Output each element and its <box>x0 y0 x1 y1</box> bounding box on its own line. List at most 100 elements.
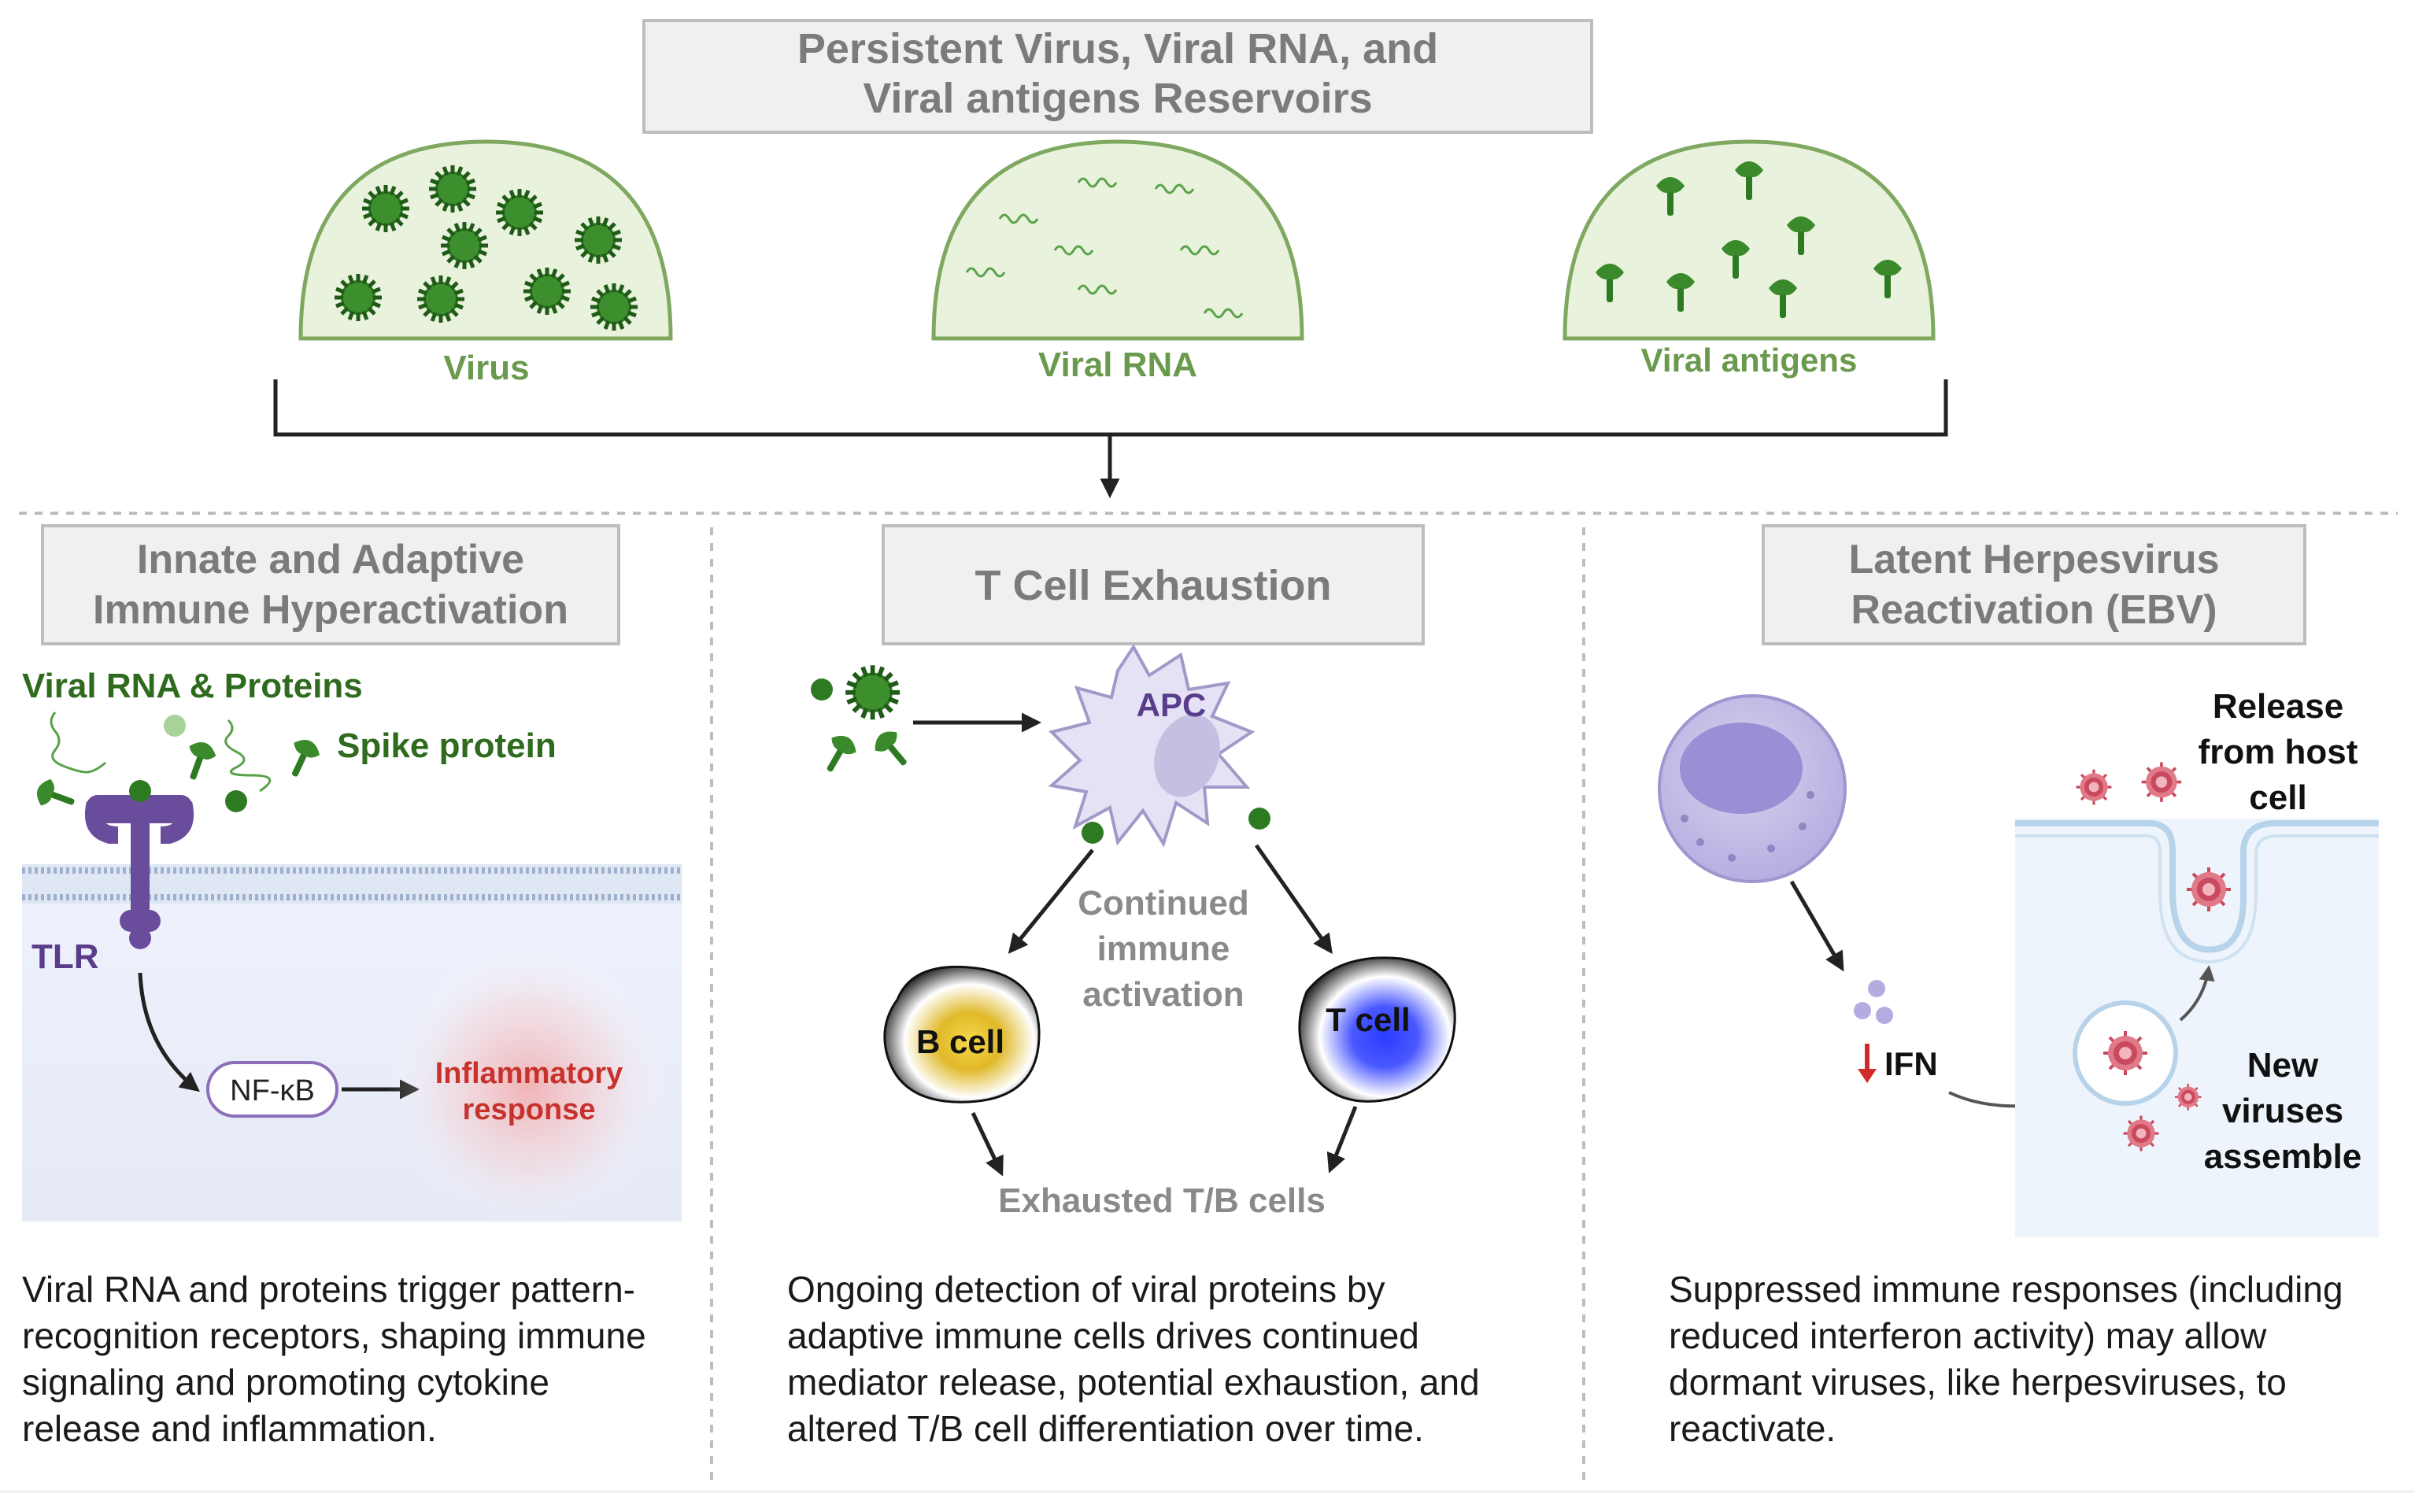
apc-to-tcell-arrow <box>1254 844 1333 955</box>
t-cell-icon <box>1298 956 1456 1103</box>
immune-cell-icon <box>1658 694 1847 883</box>
top-title-box: Persistent Virus, Viral RNA, and Viral a… <box>642 19 1593 134</box>
left-title-line2: Immune Hyperactivation <box>93 587 568 633</box>
right-desc-line1: Suppressed immune responses (including <box>1669 1269 2343 1310</box>
reservoir-viral-rna: Viral RNA <box>931 139 1304 384</box>
viral-rna-proteins-label: Viral RNA & Proteins <box>22 667 363 705</box>
activation-line3: activation <box>1082 975 1244 1014</box>
assemble-to-release-arrow <box>2179 965 2215 1022</box>
b-cell-icon <box>883 965 1041 1104</box>
decrease-arrow-icon <box>1858 1044 1877 1083</box>
t-cell-label: T cell <box>1326 1001 1410 1038</box>
panel-separators <box>19 512 2398 1488</box>
nfkb-label: NF-κB <box>230 1074 315 1107</box>
release-line3: cell <box>2249 778 2306 817</box>
middle-title-box <box>882 524 1425 645</box>
virus-particle <box>441 222 488 269</box>
presented-antigen <box>1082 822 1104 844</box>
right-desc-line3: dormant viruses, like herpesviruses, to <box>1669 1362 2287 1403</box>
ifn-label: IFN <box>1884 1045 1938 1082</box>
released-virion-icon <box>2075 768 2114 807</box>
virus-particle <box>362 185 409 232</box>
cell-membrane <box>22 864 682 904</box>
release-line1: Release <box>2213 687 2343 726</box>
right-title-line1: Latent Herpesvirus <box>1848 537 2219 582</box>
right-desc-line2: reduced interferon activity) may allow <box>1669 1315 2267 1356</box>
budding-virion-icon <box>2185 866 2232 913</box>
ifn-molecules <box>1854 980 1893 1024</box>
spike-protein-label: Spike protein <box>337 726 557 765</box>
assemble-line2: viruses <box>2222 1092 2343 1130</box>
protein-particle <box>225 790 247 812</box>
top-title-line2: Viral antigens Reservoirs <box>863 75 1372 122</box>
panel-latent-herpesvirus: Latent Herpesvirus Reactivation (EBV) IF… <box>1658 524 2379 1449</box>
top-title-line1: Persistent Virus, Viral RNA, and <box>797 25 1438 72</box>
bound-ligand <box>129 780 151 802</box>
reservoir-bracket <box>273 379 1948 498</box>
released-virion-icon <box>2139 760 2183 804</box>
spike-icon <box>816 730 861 778</box>
inflammatory-label-line2: response <box>463 1093 596 1126</box>
spike-icon <box>179 738 220 785</box>
middle-desc-line3: mediator release, potential exhaustion, … <box>787 1362 1480 1403</box>
left-desc-line3: signaling and promoting cytokine <box>22 1362 549 1403</box>
reservoir-label-viral-rna: Viral RNA <box>1038 346 1197 384</box>
reservoir-virus: Virus <box>298 139 673 387</box>
left-desc-line2: recognition receptors, shaping immune <box>22 1315 646 1356</box>
middle-desc-line2: adaptive immune cells drives continued <box>787 1315 1419 1356</box>
spike-icon <box>281 734 324 782</box>
virus-particle <box>575 216 622 264</box>
virus-particle <box>523 268 571 315</box>
tlr-receptor-icon <box>84 795 194 949</box>
assemble-line1: New <box>2247 1046 2319 1085</box>
b-cell-label: B cell <box>916 1023 1004 1060</box>
left-title-box <box>41 524 620 645</box>
bcell-to-exhausted-arrow <box>971 1111 1004 1177</box>
spike-icon <box>32 775 80 816</box>
virus-particle <box>335 274 382 321</box>
virus-particle <box>590 283 638 331</box>
activation-line1: Continued <box>1078 884 1249 922</box>
activation-line2: immune <box>1097 930 1230 968</box>
virus-particle <box>429 165 476 213</box>
apc-cell-icon <box>1048 644 1256 848</box>
assemble-line3: assemble <box>2204 1137 2362 1176</box>
panel-innate-adaptive: Innate and Adaptive Immune Hyperactivati… <box>22 524 682 1449</box>
right-title-line2: Reactivation (EBV) <box>1851 587 2217 633</box>
tlr-label: TLR <box>31 937 99 976</box>
rna-strands-left <box>50 712 272 793</box>
middle-desc-line1: Ongoing detection of viral proteins by <box>787 1269 1385 1310</box>
presented-antigen <box>1248 808 1270 830</box>
apc-label: APC <box>1137 686 1207 723</box>
assembling-virion-icon <box>2102 1030 2149 1077</box>
spike-icon <box>869 725 916 774</box>
right-desc-line4: reactivate. <box>1669 1408 1836 1449</box>
inflammation-glow <box>387 945 671 1228</box>
tcell-to-exhausted-arrow <box>1326 1106 1358 1174</box>
assembling-virion-icon <box>2173 1082 2202 1111</box>
reservoir-label-virus: Virus <box>443 349 529 387</box>
exhausted-label: Exhausted T/B cells <box>998 1181 1326 1220</box>
apc-to-bcell-arrow <box>1008 848 1094 954</box>
left-title-line1: Innate and Adaptive <box>137 537 524 582</box>
left-desc-line1: Viral RNA and proteins trigger pattern- <box>22 1269 635 1310</box>
reservoir-label-viral-antigens: Viral antigens <box>1641 342 1858 379</box>
virus-particle <box>496 189 543 236</box>
release-line2: from host <box>2199 733 2358 771</box>
cell-to-ifn-arrow <box>1789 880 1844 972</box>
reservoir-viral-antigens: Viral antigens <box>1563 139 1936 379</box>
host-membrane <box>2015 820 2379 953</box>
panel-t-cell-exhaustion: T Cell Exhaustion APC Continued immune a… <box>787 524 1480 1449</box>
middle-desc-line4: altered T/B cell differentiation over ti… <box>787 1408 1424 1449</box>
rna-particle <box>164 715 186 737</box>
inflammatory-label-line1: Inflammatory <box>435 1057 623 1090</box>
left-desc-line4: release and inflammation. <box>22 1408 437 1449</box>
nfkb-node <box>206 1061 338 1118</box>
virus-particle <box>845 665 900 719</box>
virus-particle <box>417 275 464 323</box>
tlr-to-nfkb-arrow <box>138 972 200 1092</box>
right-title-box <box>1762 524 2306 645</box>
middle-title: T Cell Exhaustion <box>975 562 1331 609</box>
host-membrane-inner <box>2015 834 2379 964</box>
